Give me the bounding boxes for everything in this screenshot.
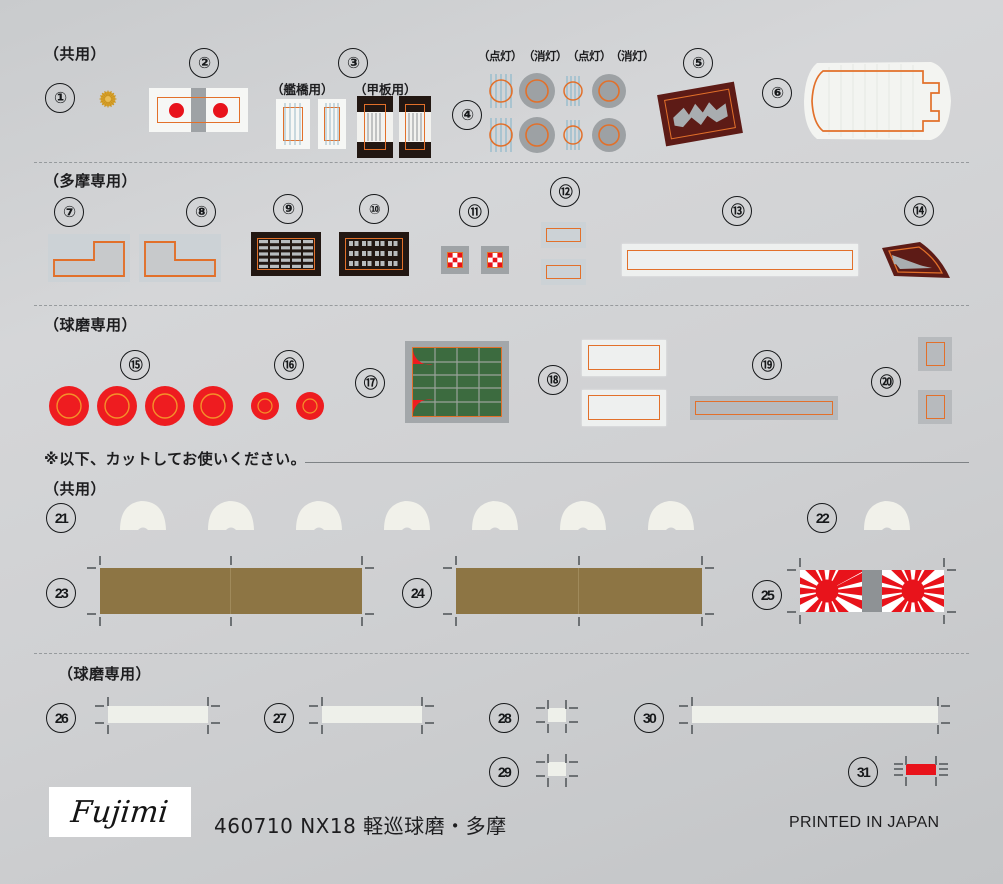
decal-29-small-patch — [536, 754, 578, 787]
item-number-5: ⑤ — [683, 48, 713, 78]
printed-in-japan-text: PRINTED IN JAPAN — [789, 814, 940, 831]
item-number-12: ⑫ — [550, 177, 580, 207]
decal-23-linoleum-strip — [87, 556, 374, 626]
item-number-27: 27 — [264, 703, 294, 733]
decal-28-small-patch — [536, 700, 578, 733]
item-number-14: ⑭ — [904, 196, 934, 226]
decal-10-window-panel — [339, 232, 409, 276]
decal-7-deck-panel — [48, 234, 130, 282]
item-number-22: 22 — [807, 503, 837, 533]
item-number-6: ⑥ — [762, 78, 792, 108]
item-number-9: ⑨ — [273, 194, 303, 224]
product-code-text: 460710 NX18 軽巡球磨・多摩 — [214, 814, 507, 838]
item-number-30: 30 — [634, 703, 664, 733]
separator-row-1 — [34, 162, 969, 163]
item-number-23: 23 — [46, 578, 76, 608]
group-label-tama-only: （多摩専用） — [44, 172, 138, 190]
sublabel-unlit-2: （消灯） — [610, 49, 655, 63]
item-number-21: 21 — [46, 503, 76, 533]
decal-19-long-strip — [690, 396, 838, 420]
item-number-4: ④ — [452, 100, 482, 130]
item-number-11: ⑪ — [459, 197, 489, 227]
separator-row-2 — [34, 305, 969, 306]
brand-logo-text: Fujimi — [69, 794, 171, 830]
sublabel-lit-1: （点灯） — [478, 49, 523, 63]
item-number-31: 31 — [848, 757, 878, 787]
decal-3-bridge-ladder-b — [318, 99, 346, 149]
item-number-1: ① — [45, 83, 75, 113]
cut-notice-rule — [305, 462, 969, 463]
decal-25-naval-ensign-pair — [787, 558, 956, 624]
decal-20-plate-a — [918, 337, 952, 371]
decal-18-plate-b — [582, 390, 666, 426]
sublabel-lit-2: （点灯） — [567, 49, 612, 63]
decal-6-deck-outline — [799, 55, 959, 147]
item-number-2: ② — [189, 48, 219, 78]
sublabel-bridge-use: （艦橋用） — [271, 82, 334, 97]
decal-17-flight-deck-panel — [405, 341, 509, 423]
item-number-15: ⑮ — [120, 350, 150, 380]
decal-20-plate-b — [918, 390, 952, 424]
separator-row-5 — [34, 653, 969, 654]
decal-26-white-strip — [95, 697, 220, 734]
decal-16-red-discs-small — [250, 391, 330, 421]
item-number-20: ⑳ — [871, 367, 901, 397]
decal-3-deck-ladder-b — [399, 96, 431, 158]
decal-12-plate-b — [541, 259, 586, 285]
decal-27-white-strip — [309, 697, 434, 734]
item-number-10: ⑩ — [359, 194, 389, 224]
decal-15-red-discs — [48, 385, 238, 427]
item-number-7: ⑦ — [54, 197, 84, 227]
item-number-16: ⑯ — [274, 350, 304, 380]
group-label-kuma-only: （球磨専用） — [44, 316, 138, 334]
decal-18-plate-a — [582, 340, 666, 376]
group-label-kuma-only-bottom: （球磨専用） — [58, 665, 152, 683]
decal-13-long-strip — [622, 244, 858, 276]
decal-21-domes — [118, 498, 698, 534]
group-label-common-top: （共用） — [44, 45, 107, 63]
decal-9-window-grid — [251, 232, 321, 276]
decal-24-linoleum-strip — [443, 556, 714, 626]
decal-11-signal-flag-a — [441, 246, 469, 274]
group-label-common-cut: （共用） — [44, 480, 107, 498]
item-number-28: 28 — [489, 703, 519, 733]
cut-notice-text: ※以下、カットしてお使いください。 — [44, 450, 307, 468]
decal-2-hinomaru-pair — [149, 88, 248, 132]
brand-logo: Fujimi — [49, 787, 191, 837]
decal-12-plate-a — [541, 222, 586, 248]
decal-3-bridge-ladder-a — [276, 99, 310, 149]
decal-30-long-white-strip — [679, 697, 950, 734]
decal-31-red-strip — [894, 756, 948, 786]
sublabel-deck-use: （甲板用） — [354, 82, 417, 97]
decal-4-searchlights — [485, 70, 645, 158]
item-number-18: ⑱ — [538, 365, 568, 395]
item-number-3: ③ — [338, 48, 368, 78]
item-number-13: ⑬ — [722, 196, 752, 226]
decal-1-chrysanthemum — [98, 89, 118, 109]
decal-22-dome — [862, 498, 914, 534]
decal-14-bow-wedge — [878, 240, 954, 282]
item-number-17: ⑰ — [355, 368, 385, 398]
item-number-19: ⑲ — [752, 350, 782, 380]
item-number-26: 26 — [46, 703, 76, 733]
item-number-8: ⑧ — [186, 197, 216, 227]
sublabel-unlit-1: （消灯） — [523, 49, 568, 63]
item-number-25: 25 — [752, 580, 782, 610]
decal-11-signal-flag-b — [481, 246, 509, 274]
decal-3-deck-ladder-a — [357, 96, 393, 158]
decal-5-stern-crest — [657, 81, 743, 147]
item-number-29: 29 — [489, 757, 519, 787]
item-number-24: 24 — [402, 578, 432, 608]
decal-8-deck-panel — [139, 234, 221, 282]
